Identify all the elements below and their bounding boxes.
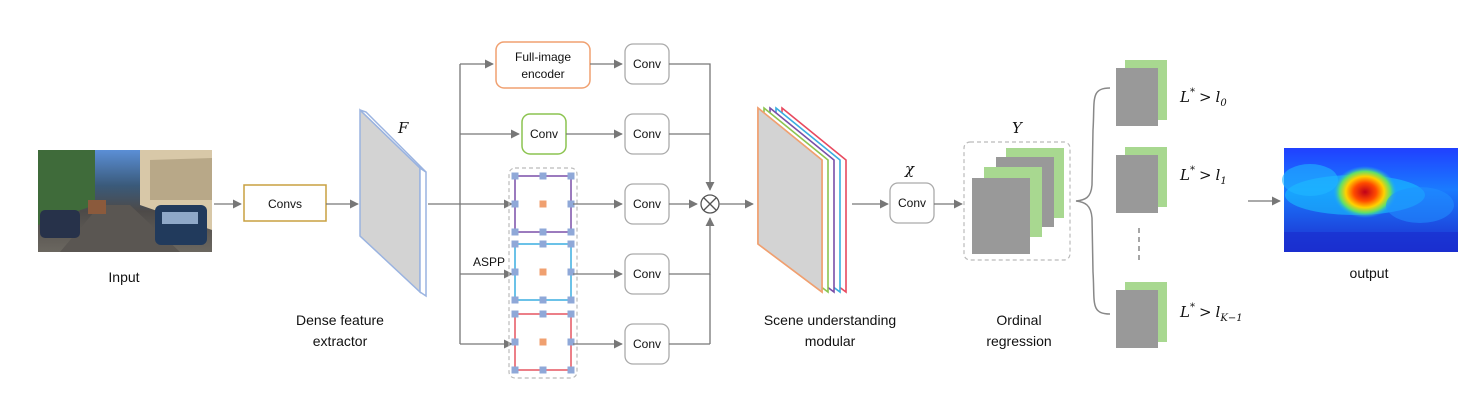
chi-symbol: χ xyxy=(904,160,915,178)
conv-block-4: Conv xyxy=(624,253,670,295)
split-brace xyxy=(1075,87,1111,315)
f-symbol: F xyxy=(397,119,409,137)
full-image-encoder-block: Full-image encoder xyxy=(495,41,591,89)
ordinal-maps xyxy=(972,148,1064,254)
full-image-label-line1: Full-image xyxy=(515,50,571,64)
ordinal-label-line2: regression xyxy=(986,333,1051,349)
y-symbol: Y xyxy=(1012,119,1024,137)
convs-block: Convs xyxy=(243,184,327,222)
ordinal-group xyxy=(963,141,1071,261)
input-label: Input xyxy=(108,269,139,285)
threshold-k-1: L*>lK−1 xyxy=(1179,302,1243,324)
input-image xyxy=(38,150,212,252)
ordinal-label-line1: Ordinal xyxy=(996,312,1041,328)
dense-label-line1: Dense feature xyxy=(296,312,384,328)
full-image-label-line2: encoder xyxy=(521,67,564,81)
scene-understanding-stack xyxy=(757,106,847,294)
scene-label-line1: Scene understanding xyxy=(764,312,896,328)
conv-label-5: Conv xyxy=(633,337,661,351)
conv-1x1-label: Conv xyxy=(530,127,558,141)
chi-conv-label: Conv xyxy=(898,196,926,210)
aspp-dilation-block-3 xyxy=(511,310,575,374)
conv-label-2: Conv xyxy=(633,127,661,141)
binary-map-0 xyxy=(1116,60,1167,126)
conv-label-3: Conv xyxy=(633,197,661,211)
conv-label-1: Conv xyxy=(633,57,661,71)
conv-block-5: Conv xyxy=(624,323,670,365)
conv-block-2: Conv xyxy=(624,113,670,155)
multiply-icon xyxy=(700,194,720,214)
output-depth-map xyxy=(1282,148,1458,252)
conv-1x1-block: Conv xyxy=(521,113,567,155)
conv-label-4: Conv xyxy=(633,267,661,281)
conv-block-1: Conv xyxy=(624,43,670,85)
scene-label-line2: modular xyxy=(805,333,856,349)
aspp-dilation-block-1 xyxy=(511,172,575,236)
output-label: output xyxy=(1350,265,1389,281)
binary-map-1 xyxy=(1116,147,1167,213)
threshold-0: L*>l0 xyxy=(1179,87,1227,109)
conv-block-3: Conv xyxy=(624,183,670,225)
binary-map-k-1 xyxy=(1116,282,1167,348)
aspp-label: ASPP xyxy=(473,255,505,269)
convs-label: Convs xyxy=(268,197,302,211)
chi-conv-block: Conv xyxy=(889,182,935,224)
branch-lines xyxy=(428,59,520,349)
aspp-group xyxy=(508,167,578,379)
threshold-1: L*>l1 xyxy=(1179,165,1227,187)
aspp-dilation-block-2 xyxy=(511,240,575,304)
dense-label-line2: extractor xyxy=(313,333,368,349)
merge-lines xyxy=(669,63,715,345)
feature-map-f xyxy=(359,108,427,298)
